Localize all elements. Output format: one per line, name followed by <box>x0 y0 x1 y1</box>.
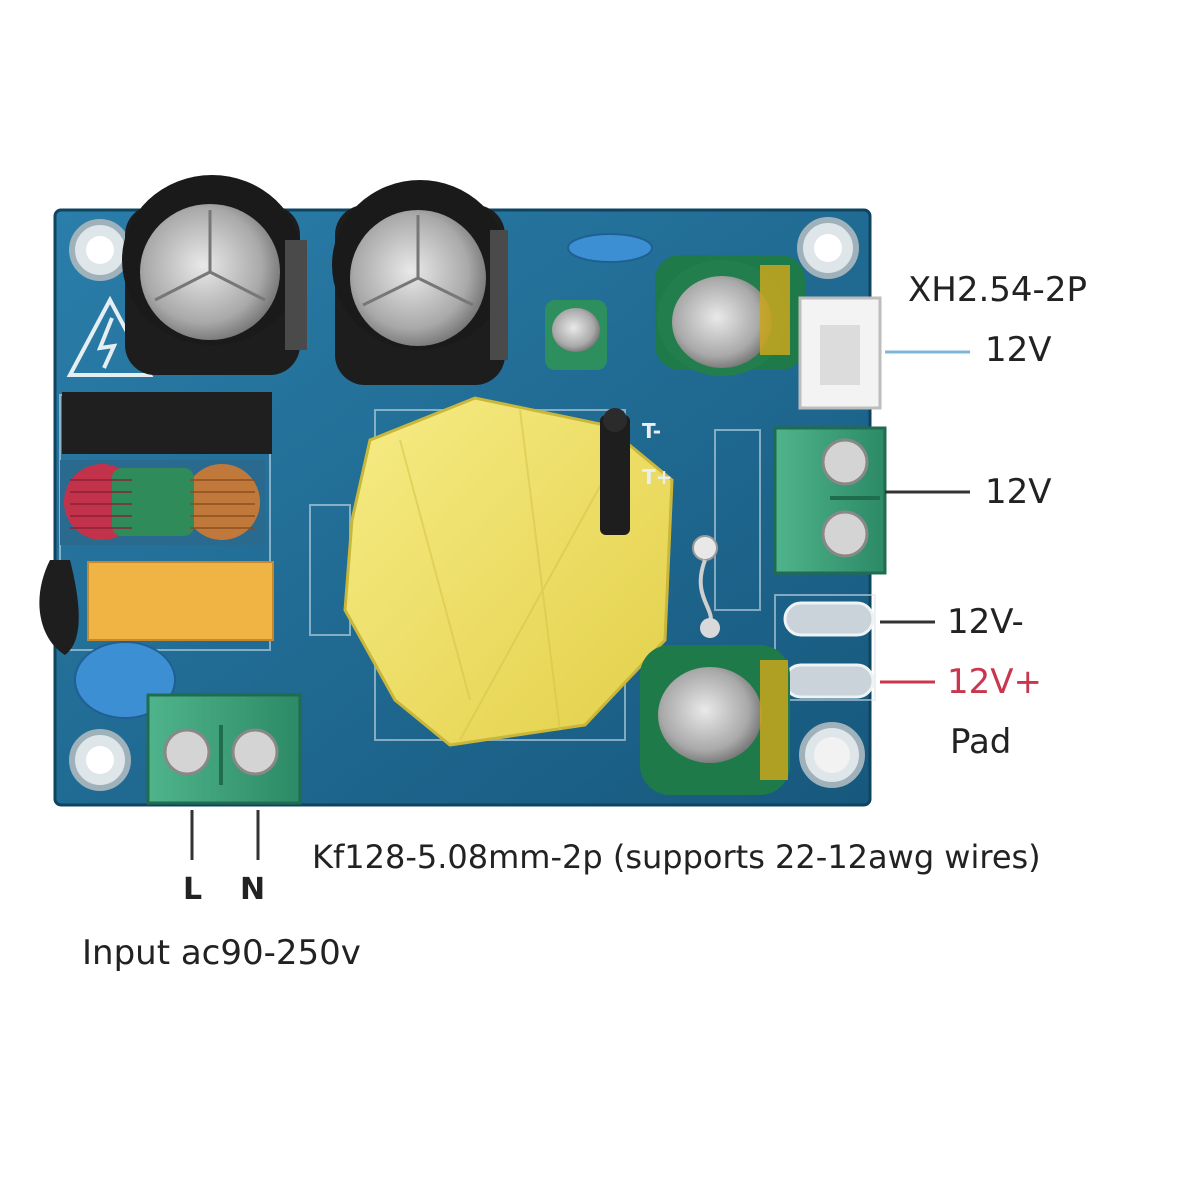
pad-caption: Pad <box>950 722 1012 762</box>
pad-negative-label: 12V- <box>947 602 1024 642</box>
leader-lines <box>190 350 970 860</box>
line-label: L <box>183 872 203 907</box>
output-capacitor-bottom <box>640 645 790 795</box>
small-capacitor <box>545 300 607 370</box>
xh-voltage-label: 12V <box>985 330 1052 370</box>
neutral-label: N <box>240 872 266 907</box>
output-terminal-block <box>773 426 887 575</box>
output-pads <box>783 601 875 699</box>
terminal-voltage-label: 12V <box>985 472 1052 512</box>
marking-t-minus: T- <box>642 419 661 443</box>
bulk-capacitor-right <box>332 180 508 385</box>
xh-connector <box>798 296 882 410</box>
input-terminal-block <box>146 693 302 805</box>
diode <box>692 535 720 638</box>
bridge-rectifier <box>62 392 272 454</box>
output-capacitor-top <box>655 255 805 376</box>
switching-transistor <box>600 408 630 535</box>
thermistor <box>39 560 79 655</box>
ac-filter-choke <box>60 460 265 545</box>
x-capacitor <box>87 561 274 641</box>
pad-positive-label: 12V+ <box>947 662 1043 702</box>
transformer <box>343 396 674 747</box>
output-terminal-spec: Kf128-5.08mm-2p (supports 22-12awg wires… <box>312 838 1041 876</box>
bulk-capacitor-left <box>122 175 307 375</box>
y-capacitor-top <box>567 233 653 263</box>
input-spec-label: Input ac90-250v <box>82 933 361 973</box>
marking-t-plus: T+ <box>642 465 672 489</box>
xh-connector-label: XH2.54-2P <box>908 270 1087 310</box>
